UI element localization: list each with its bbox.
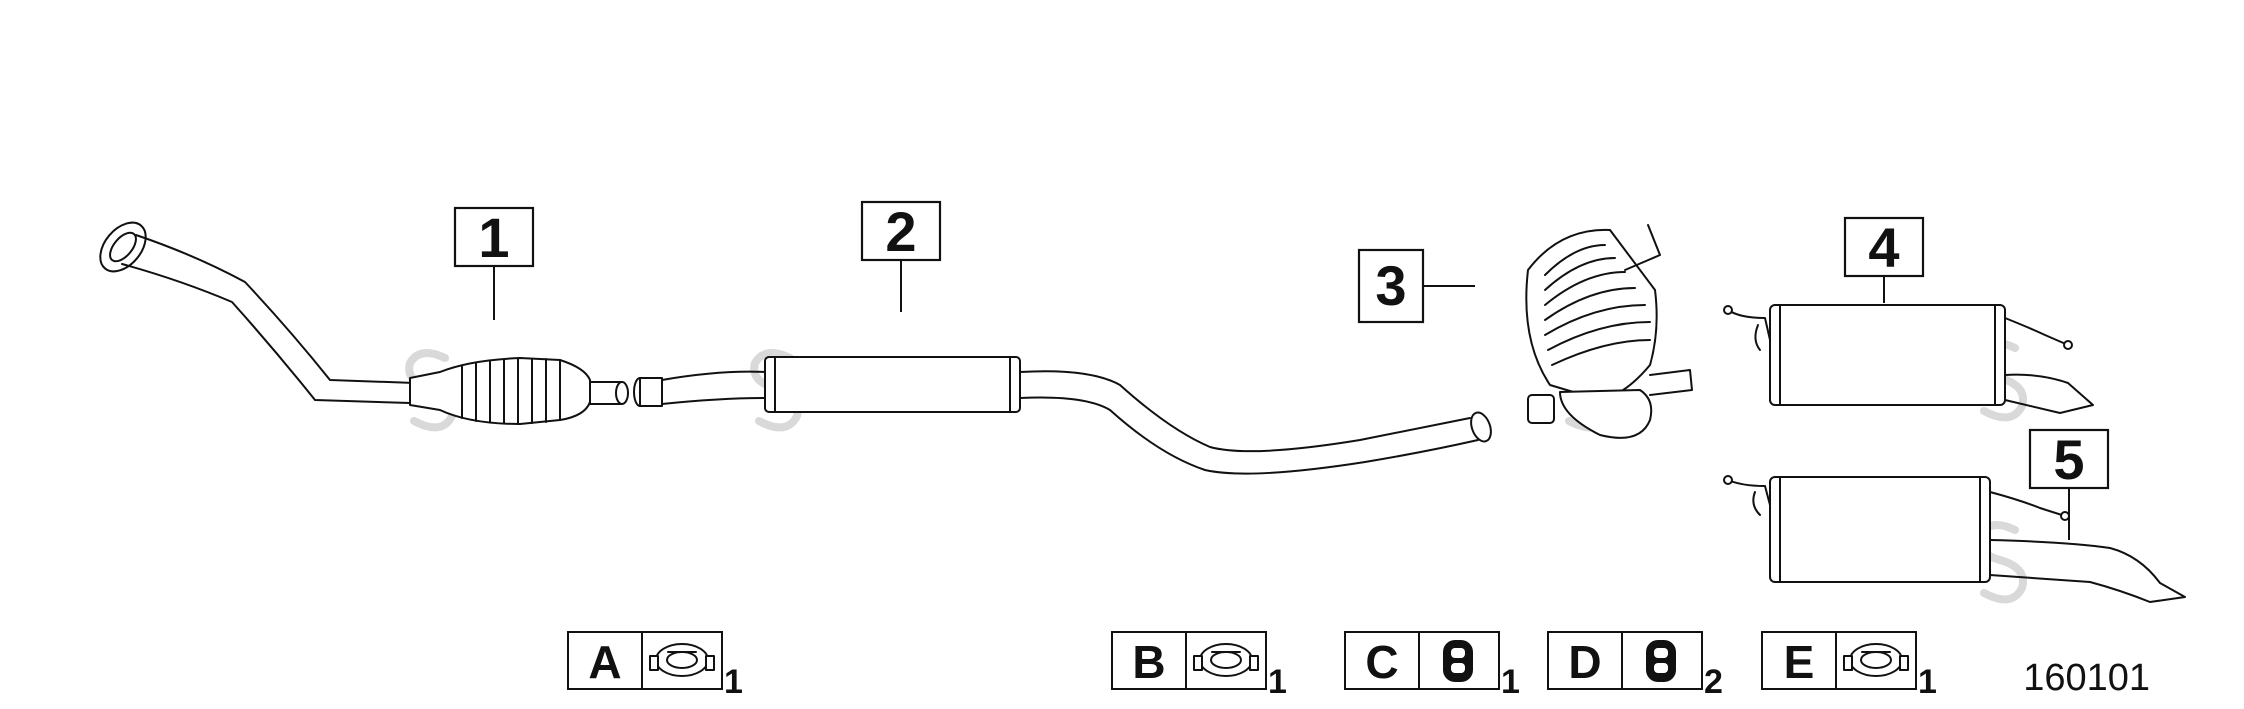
callout-3-label: 3 <box>1375 254 1406 317</box>
rear-silencer-5 <box>1723 475 2186 603</box>
callout-4: 4 <box>1843 216 1925 303</box>
legend-item-d: D 2 <box>1547 631 1723 701</box>
callout-5: 5 <box>2028 428 2110 540</box>
callout-2-label: 2 <box>885 200 916 263</box>
pipe-clamp-icon <box>649 643 715 677</box>
rubber-hanger-icon <box>1646 640 1676 682</box>
front-pipe-catalytic-converter <box>99 221 629 425</box>
heat-shield <box>1525 224 1693 439</box>
legend-qty-e: 1 <box>1918 663 1937 701</box>
legend-item-e: E 1 <box>1761 631 1937 701</box>
legend-qty-a: 1 <box>724 663 743 701</box>
legend-item-a: A 1 <box>567 631 743 701</box>
legend-item-c: C 1 <box>1344 631 1520 701</box>
callout-5-label: 5 <box>2053 428 2084 491</box>
rubber-hanger-icon <box>1443 640 1473 682</box>
legend-letter-a: A <box>588 636 621 688</box>
callout-3: 3 <box>1357 248 1475 324</box>
legend-qty-c: 1 <box>1501 663 1520 701</box>
legend-letter-b: B <box>1132 636 1165 688</box>
legend-letter-d: D <box>1568 636 1601 688</box>
legend-letter-c: C <box>1365 636 1398 688</box>
legend-qty-d: 2 <box>1704 663 1723 701</box>
pipe-clamp-icon <box>1193 643 1259 677</box>
pipe-clamp-icon <box>1843 643 1909 677</box>
legend-item-b: B 1 <box>1111 631 1287 701</box>
callout-1: 1 <box>453 206 535 320</box>
legend-letter-e: E <box>1784 636 1815 688</box>
legend-qty-b: 1 <box>1268 663 1287 701</box>
callout-1-label: 1 <box>478 206 509 269</box>
callout-2: 2 <box>860 200 942 312</box>
callout-4-label: 4 <box>1868 216 1899 279</box>
center-pipe-middle-silencer <box>633 356 1492 475</box>
diagram-code: 160101 <box>2023 657 2150 699</box>
rear-silencer-4 <box>1723 304 2094 414</box>
